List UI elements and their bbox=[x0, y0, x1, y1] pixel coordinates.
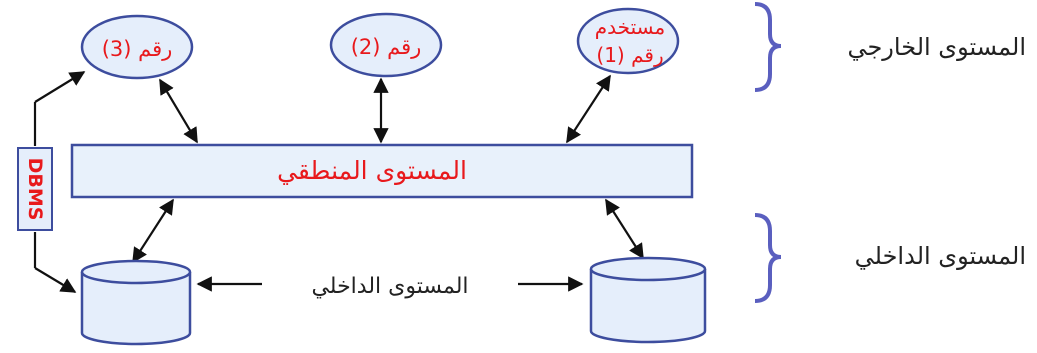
dbms-label: DBMS bbox=[24, 158, 46, 221]
external-level-brace bbox=[754, 2, 782, 92]
user-2-label: رقم (2) bbox=[351, 35, 422, 60]
arrow-user3-logical bbox=[159, 78, 198, 144]
arrow-logical-db-right bbox=[605, 198, 644, 260]
user-1-label-line2: رقم (1) bbox=[596, 43, 663, 67]
internal-level-label: المستوى الداخلي bbox=[855, 242, 1026, 270]
logical-level-label: المستوى المنطقي bbox=[277, 156, 467, 185]
logical-level-box bbox=[70, 143, 694, 199]
database-left-icon bbox=[80, 259, 192, 346]
internal-link-label: المستوى الداخلي bbox=[311, 274, 468, 299]
database-right-icon bbox=[589, 256, 707, 344]
arrow-logical-db-left bbox=[132, 198, 174, 264]
user-1-ellipse bbox=[576, 7, 680, 75]
dbms-arrow-bottom bbox=[34, 267, 77, 293]
arrow-user1-logical bbox=[566, 74, 611, 144]
user-3-label: رقم (3) bbox=[102, 37, 173, 62]
user-2-ellipse bbox=[329, 12, 443, 78]
user-3-ellipse bbox=[80, 14, 194, 80]
user-1-label-line1: مستخدم bbox=[595, 15, 665, 39]
internal-level-brace bbox=[754, 213, 782, 303]
external-level-label: المستوى الخارجي bbox=[847, 33, 1026, 61]
dbms-arrow-top bbox=[34, 71, 86, 103]
dbms-label-box bbox=[17, 147, 53, 231]
